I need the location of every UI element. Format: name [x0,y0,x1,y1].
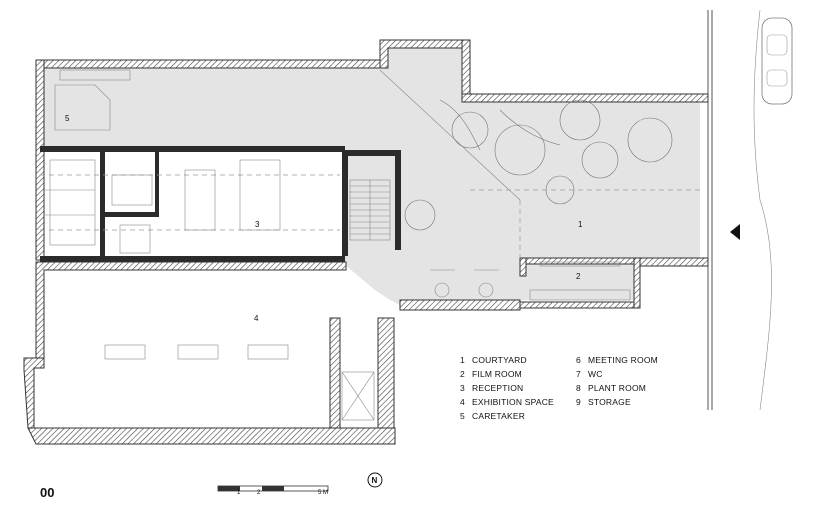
scale-tick-2: 2 [257,490,261,496]
svg-text:6: 6 [576,355,581,365]
legend-item-courtyard: 1 COURTYARD [460,355,527,365]
film-room-seating [529,261,631,301]
room-number-film-room: 2 [576,272,581,281]
legend-item-plant-room: 8 PLANT ROOM [576,383,646,393]
scale-bar: 1 2 5 M [217,485,329,496]
room-number-reception: 3 [255,220,260,229]
svg-text:7: 7 [576,369,581,379]
svg-text:RECEPTION: RECEPTION [472,383,523,393]
north-arrow-icon: N [367,472,383,488]
legend-item-meeting-room: 6 MEETING ROOM [576,355,658,365]
room-number-caretaker: 5 [65,114,70,123]
entrance-arrow-icon [730,224,740,240]
room-number-courtyard: 1 [578,220,583,229]
legend-item-storage: 9 STORAGE [576,397,631,407]
courtyard-path [379,69,700,258]
legend: 1 COURTYARD 2 FILM ROOM 3 RECEPTION 4 EX… [460,355,658,421]
scale-tick-5m: 5 M [318,490,328,496]
legend-item-caretaker: 5 CARETAKER [460,411,525,421]
caretaker-bay [54,69,131,131]
svg-text:CARETAKER: CARETAKER [472,411,525,421]
building-walls [23,39,709,445]
svg-text:5: 5 [460,411,465,421]
svg-text:EXHIBITION SPACE: EXHIBITION SPACE [472,397,554,407]
car-icon [761,17,793,105]
north-label: N [372,476,378,485]
reception-furniture [40,159,340,254]
legend-item-wc: 7 WC [576,369,603,379]
svg-text:COURTYARD: COURTYARD [472,355,527,365]
svg-text:WC: WC [588,369,603,379]
svg-text:STORAGE: STORAGE [588,397,631,407]
courtyard-area [40,40,700,310]
svg-text:9: 9 [576,397,581,407]
svg-text:3: 3 [460,383,465,393]
svg-text:2: 2 [460,369,465,379]
legend-item-film-room: 2 FILM ROOM [460,369,522,379]
street [707,9,793,411]
legend-item-exhibition-space: 4 EXHIBITION SPACE [460,397,554,407]
svg-text:4: 4 [460,397,465,407]
room-number-exhibition-space: 4 [254,314,259,323]
courtyard-trees [404,99,673,231]
courtyard-tables [430,269,499,298]
exhibition-tables [104,344,375,421]
scale-tick-1: 1 [237,490,241,496]
legend-item-reception: 3 RECEPTION [460,383,523,393]
svg-text:1: 1 [460,355,465,365]
svg-text:8: 8 [576,383,581,393]
sheet-number: 00 [40,485,54,500]
svg-text:PLANT ROOM: PLANT ROOM [588,383,646,393]
svg-text:FILM ROOM: FILM ROOM [472,369,522,379]
svg-text:MEETING ROOM: MEETING ROOM [588,355,658,365]
staircase [349,179,391,241]
